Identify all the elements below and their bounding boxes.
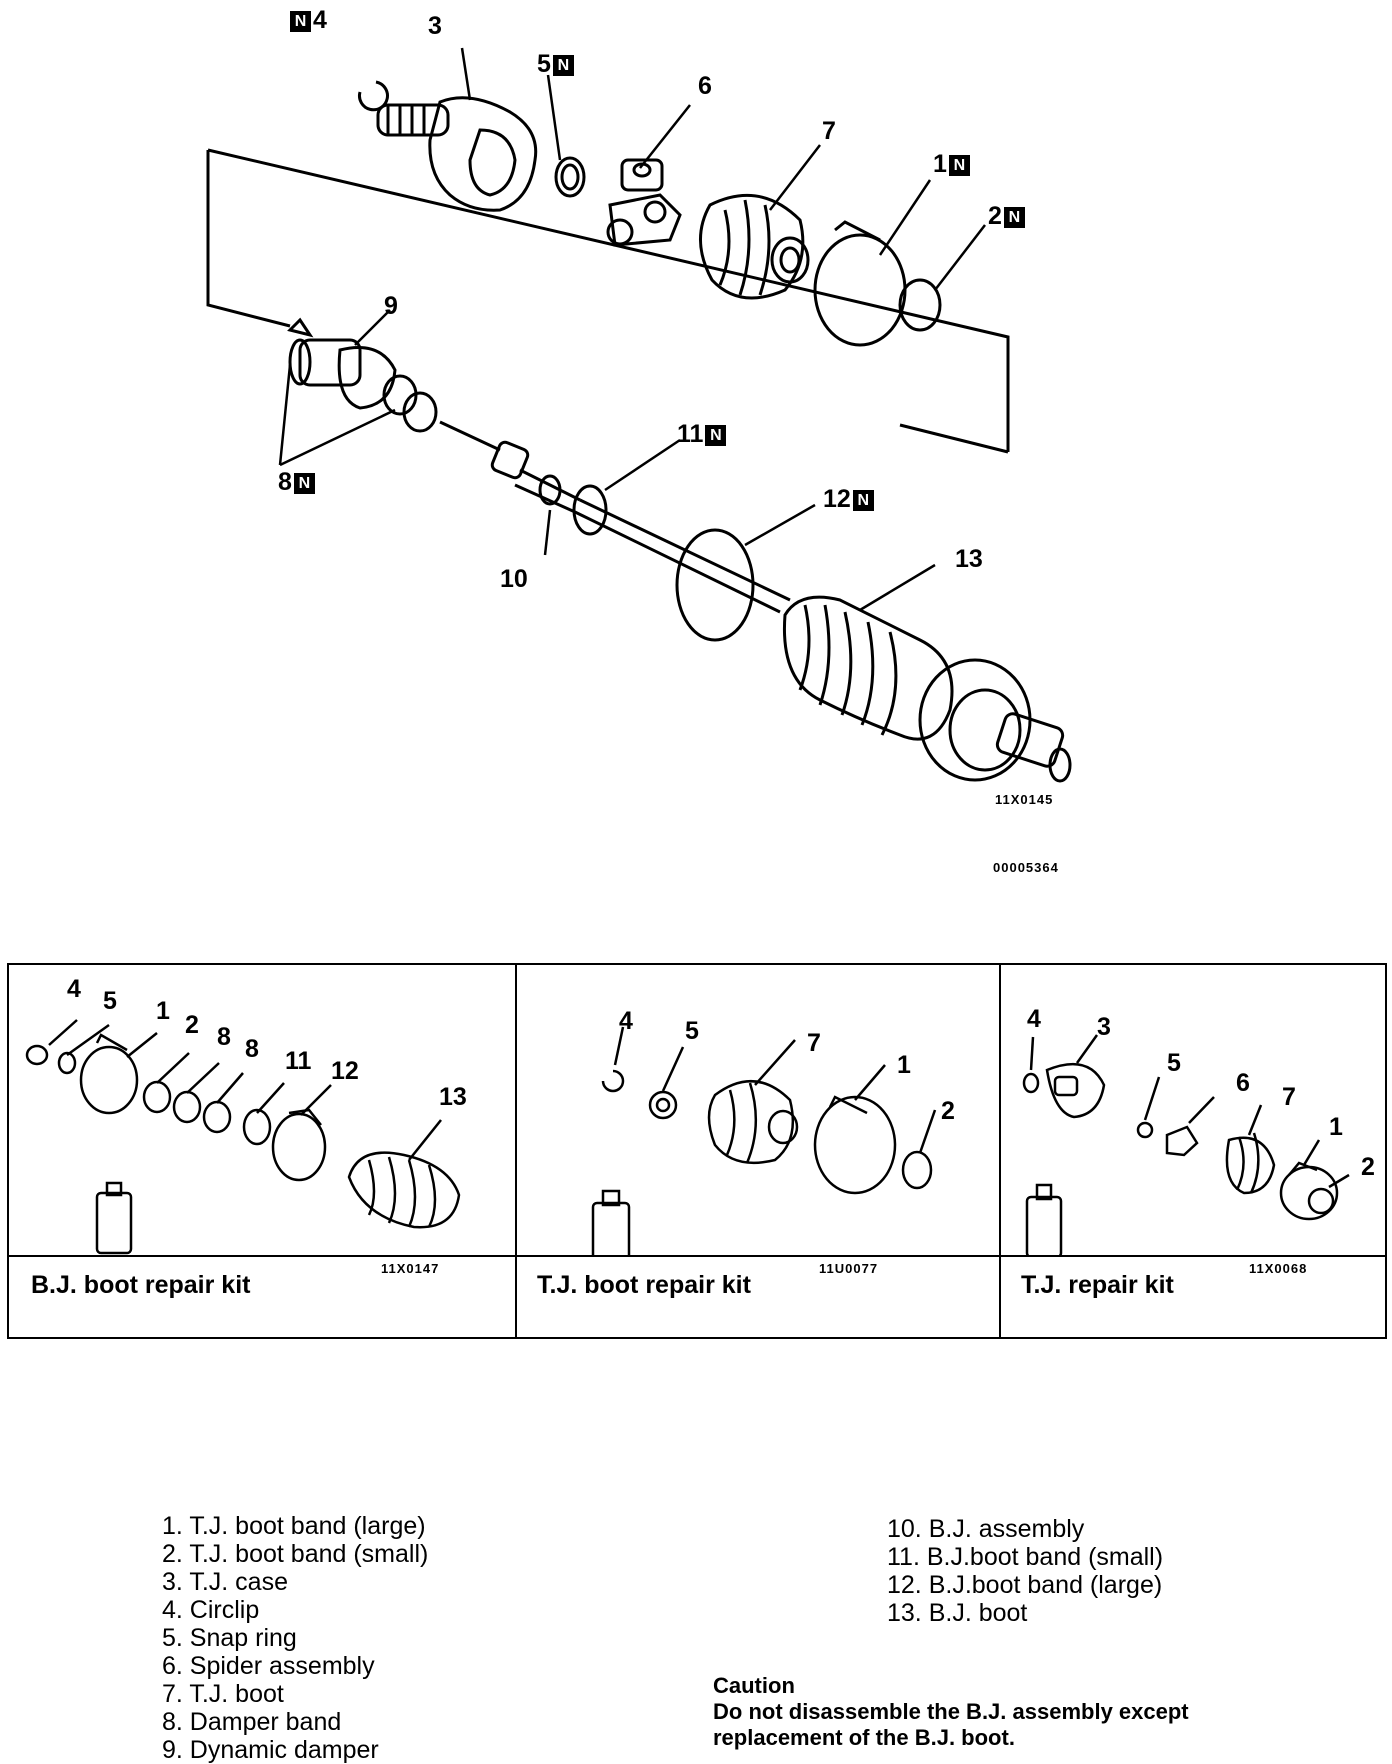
kit1-callout: 1 [156, 997, 170, 1025]
bj-boot-13 [782, 595, 1072, 783]
damper-band-8b [402, 391, 438, 433]
new-part-badge: N [293, 472, 315, 494]
new-part-badge: N [852, 489, 874, 511]
spider-assembly-6 [606, 158, 682, 247]
parts-list-left: 1. T.J. boot band (large) 2. T.J. boot b… [162, 1512, 428, 1764]
list-item: 1. T.J. boot band (large) [162, 1512, 426, 1540]
group-bracket [206, 148, 1010, 452]
list-item: 13. B.J. boot [887, 1599, 1028, 1627]
callout-7: 7 [822, 117, 836, 145]
kit1-callout: 8 [245, 1035, 259, 1063]
new-part-badge: N [705, 424, 727, 446]
table-column-divider [999, 965, 1001, 1337]
list-item: 4. Circlip [162, 1596, 260, 1624]
bj-boot-band-small-11 [572, 484, 608, 536]
kit1-callout: 13 [439, 1083, 467, 1111]
kit-tj-boot-repair: 4 5 7 1 2 11U0077 T.J. boot repair kit [515, 965, 999, 1337]
repair-kit-table: 4 5 1 2 8 8 11 12 13 11X0147 B.J. boot r… [7, 963, 1387, 1339]
list-item: 7. T.J. boot [162, 1680, 284, 1708]
tj-case-3 [376, 96, 538, 212]
new-part-badge: N [552, 54, 574, 76]
kit2-callout: 1 [897, 1051, 911, 1079]
bj-boot-band-large-12 [675, 528, 755, 642]
list-item: 3. T.J. case [162, 1568, 288, 1596]
kit2-callout: 7 [807, 1029, 821, 1057]
kit1-label: B.J. boot repair kit [31, 1271, 251, 1299]
kit2-callout: 5 [685, 1017, 699, 1045]
kit-bj-boot-illustration [25, 1019, 461, 1255]
callout-6: 6 [698, 72, 712, 100]
caution-text: Do not disassemble the B.J. assembly exc… [713, 1699, 1189, 1724]
kit2-callout: 2 [941, 1097, 955, 1125]
list-item: 9. Dynamic damper [162, 1736, 379, 1764]
new-part-badge: N [1003, 206, 1025, 228]
tj-boot-7 [699, 193, 810, 300]
kit-bj-boot-repair: 4 5 1 2 8 8 11 12 13 11X0147 B.J. boot r… [9, 965, 515, 1337]
kit1-callout: 4 [67, 975, 81, 1003]
callout-9: 9 [384, 292, 398, 320]
list-item: 8. Damper band [162, 1708, 342, 1736]
list-item: 10. B.J. assembly [887, 1515, 1085, 1543]
figure-code: 11X0145 [995, 792, 1054, 807]
kit2-callout: 4 [619, 1007, 633, 1035]
caution-text: replacement of the B.J. boot. [713, 1725, 1015, 1750]
kit3-figure-code: 11X0068 [1249, 1261, 1308, 1276]
kit1-callout: 12 [331, 1057, 359, 1085]
snap-ring-5 [554, 156, 586, 198]
table-row-divider [9, 1255, 1385, 1257]
kit1-callout: 5 [103, 987, 117, 1015]
kit2-label: T.J. boot repair kit [537, 1271, 751, 1299]
kit-tj-repair-illustration [1022, 1034, 1350, 1255]
kit3-callout: 7 [1282, 1083, 1296, 1111]
kit-tj-repair: 4 3 5 6 7 1 2 11X0068 T.J. repair kit [999, 965, 1387, 1337]
image-code: 00005364 [993, 860, 1059, 875]
kit3-label: T.J. repair kit [1021, 1271, 1174, 1299]
kit1-callout: 11 [285, 1047, 312, 1075]
kit2-figure-code: 11U0077 [819, 1261, 879, 1276]
caution-title: Caution [713, 1673, 795, 1698]
caution-note: Caution Do not disassemble the B.J. asse… [713, 1673, 1189, 1751]
kit3-callout: 2 [1361, 1153, 1375, 1181]
kit1-callout: 2 [185, 1011, 199, 1039]
kit3-callout: 1 [1329, 1113, 1343, 1141]
kit-tj-boot-illustration [591, 1026, 937, 1255]
callout-10: 10 [500, 565, 528, 593]
list-item: 12. B.J.boot band (large) [887, 1571, 1163, 1599]
kit1-figure-code: 11X0147 [381, 1261, 440, 1276]
kit1-callout: 8 [217, 1023, 231, 1051]
kit3-callout: 4 [1027, 1005, 1041, 1033]
list-item: 2. T.J. boot band (small) [162, 1540, 429, 1568]
list-item: 11. B.J.boot band (small) [887, 1543, 1164, 1571]
callout-13: 13 [955, 545, 983, 573]
exploded-drive-shaft-diagram [206, 47, 1072, 783]
list-item: 6. Spider assembly [162, 1652, 375, 1680]
table-column-divider [515, 965, 517, 1337]
tj-boot-band-large-1 [813, 233, 907, 347]
kit3-callout: 6 [1236, 1069, 1250, 1097]
list-item: 5. Snap ring [162, 1624, 297, 1652]
parts-list-right: 10. B.J. assembly 11. B.J.boot band (sma… [887, 1515, 1163, 1627]
callout-3: 3 [428, 12, 442, 40]
dynamic-damper-9 [287, 317, 397, 410]
tj-boot-band-small-2 [898, 278, 942, 332]
kit3-callout: 3 [1097, 1013, 1111, 1041]
new-part-badge: N [948, 154, 970, 176]
kit3-callout: 5 [1167, 1049, 1181, 1077]
new-part-badge: N [290, 10, 311, 32]
